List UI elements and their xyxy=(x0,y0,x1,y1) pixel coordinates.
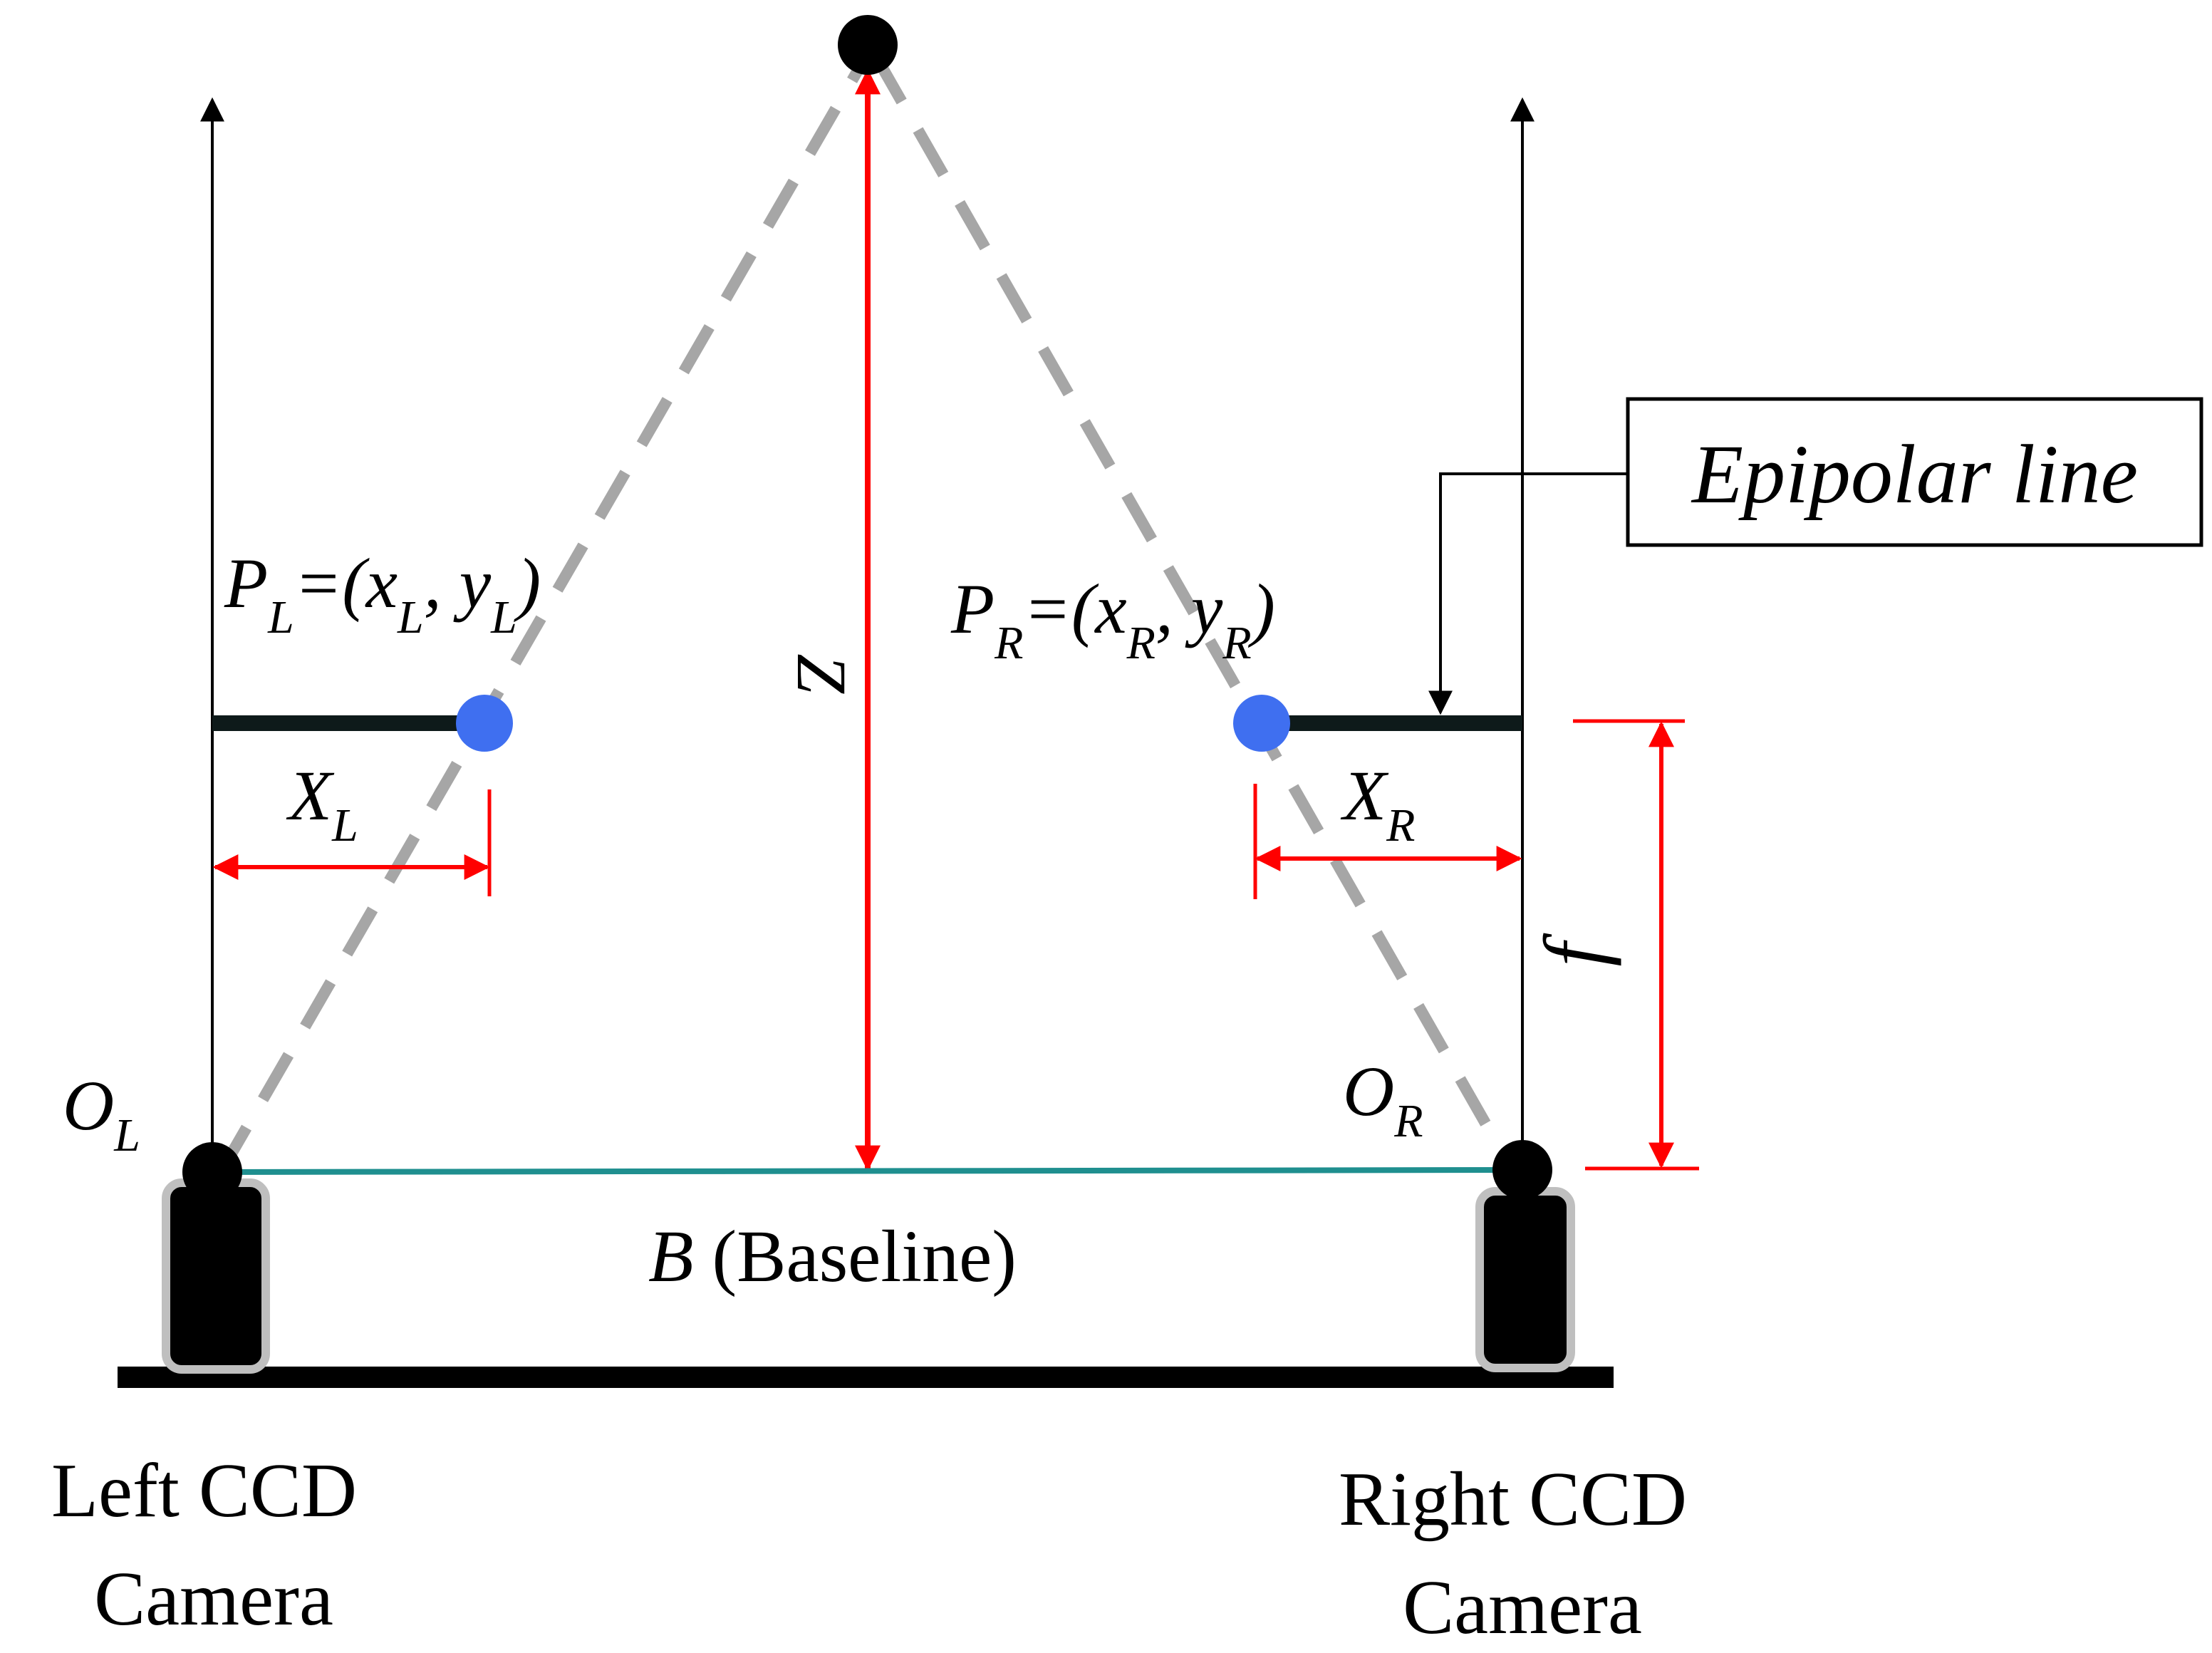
left-image-point-label: PL=(xL, yL) xyxy=(224,544,541,643)
xl-label: XL xyxy=(286,756,358,851)
depth-label: Z xyxy=(782,653,861,694)
baseline-label: B (Baseline) xyxy=(648,1216,1017,1297)
focal-length-label: f xyxy=(1527,933,1621,967)
xr-label: XR xyxy=(1340,756,1415,851)
right-camera-body xyxy=(1475,1187,1575,1372)
left-camera-caption: Left CCD Camera xyxy=(51,1449,376,1642)
left-optical-center xyxy=(182,1142,242,1202)
right-camera-caption: Right CCD Camera xyxy=(1339,1457,1706,1650)
object-point xyxy=(838,15,898,75)
epipolar-leader xyxy=(1428,472,1628,715)
left-origin-label: OL xyxy=(63,1066,140,1161)
baseline-line xyxy=(212,1167,1523,1175)
ground-bar xyxy=(118,1367,1614,1388)
right-origin-label: OR xyxy=(1343,1052,1423,1147)
epipolar-label: Epipolar line xyxy=(1691,428,2138,521)
right-image-point xyxy=(1233,695,1290,752)
epipolar-label-box xyxy=(1626,397,2203,547)
right-projection-ray xyxy=(871,54,1494,1132)
right-optical-center xyxy=(1492,1140,1552,1200)
left-camera-body xyxy=(162,1178,270,1374)
right-image-point-label: PR=(xR, yR) xyxy=(950,569,1275,669)
left-projection-ray xyxy=(216,53,871,1176)
left-image-point xyxy=(456,695,513,752)
